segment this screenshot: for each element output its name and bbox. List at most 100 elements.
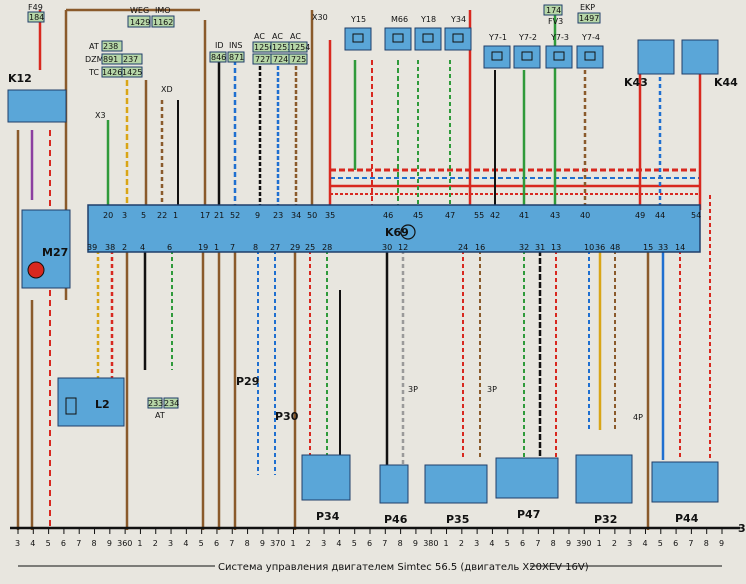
fuse-f49-val: 184 [29, 13, 44, 22]
ruler-mark: 3 [168, 539, 173, 548]
ecu-bottom-pin: 31 [535, 243, 545, 252]
ruler-mark: 1 [290, 539, 295, 548]
ecu-top-pin: 42 [490, 211, 500, 220]
valve-top-box [414, 27, 442, 51]
ruler-mark: 7 [229, 539, 234, 548]
ruler-mark: 5 [658, 539, 663, 548]
fuse-f49-id [27, 11, 45, 23]
at-bottom-id-val2: 234 [164, 399, 179, 408]
ruler-mark: 7 [76, 539, 81, 548]
ruler-mark: 9 [260, 539, 265, 548]
ruler-mark: 8 [551, 539, 556, 548]
ecu-top-pin: 17 [200, 211, 210, 220]
relay-k12 [7, 89, 67, 123]
ecu-top-pin: 23 [273, 211, 283, 220]
ruler-mark: 6 [214, 539, 219, 548]
ruler-mark: 6 [520, 539, 525, 548]
valve-icon [422, 33, 434, 43]
valve-right-label: Y7-2 [518, 33, 537, 42]
at-bottom-id-val1: 233 [148, 399, 163, 408]
at-bottom-id-box2 [163, 397, 179, 409]
ecu-top-pin: 52 [230, 211, 240, 220]
ecu-ground-icon [400, 224, 416, 240]
valve-right-box [576, 45, 604, 69]
ecu-bottom-pin: 4 [140, 243, 145, 252]
relay-k43-label: K43 [624, 76, 648, 89]
ecu-bottom-pin: 16 [475, 243, 485, 252]
ruler-mark: 5 [352, 539, 357, 548]
ins-id-box [227, 51, 245, 63]
ruler-mark: 5 [46, 539, 51, 548]
id-label: ID [215, 41, 224, 50]
ruler-mark: 1 [137, 539, 142, 548]
fv3-id-val: 174 [546, 6, 561, 15]
ecu-bottom-pin: 1 [214, 243, 219, 252]
ecu-top-pin: 54 [691, 211, 701, 220]
ecu-bottom-pin: 12 [398, 243, 408, 252]
sensor-box [575, 454, 633, 504]
at-bottom-id-box1 [147, 397, 163, 409]
ruler-mark: 2 [459, 539, 464, 548]
coil-l2-label: L2 [95, 398, 110, 411]
ruler-end-label: 3 [738, 522, 746, 535]
connector-3p-a-label: 3P [408, 385, 418, 394]
ecu-top-pin: 1 [173, 211, 178, 220]
ecu-top-pin: 47 [445, 211, 455, 220]
ecu-bottom-pin: 28 [322, 243, 332, 252]
valve-icon [521, 51, 533, 61]
ruler-mark: 4 [489, 539, 494, 548]
valve-right-label: Y7-1 [488, 33, 507, 42]
ruler-mark: 6 [61, 539, 66, 548]
valve-top-label: Y34 [450, 15, 466, 24]
tc-id-val2: 1425 [122, 68, 142, 77]
valve-icon [491, 51, 503, 61]
ruler-mark: 6 [673, 539, 678, 548]
ecu-top-pin: 9 [255, 211, 260, 220]
ecu-bottom-pin: 2 [122, 243, 127, 252]
ecu-top-pin: 41 [519, 211, 529, 220]
ruler-mark: 9 [107, 539, 112, 548]
ecu-top-pin: 44 [655, 211, 665, 220]
tc-id-val1: 1426 [102, 68, 122, 77]
ac2-label: AC [272, 32, 283, 41]
ruler-mark: 8 [245, 539, 250, 548]
valve-right-box [513, 45, 541, 69]
valve-top-box [444, 27, 472, 51]
ruler-mark: 2 [306, 539, 311, 548]
ecu-bottom-pin: 29 [290, 243, 300, 252]
ac-id-box-bot [288, 53, 308, 65]
ruler-mark: 9 [566, 539, 571, 548]
sensor-p29-label: P29 [236, 375, 259, 388]
tc-id-box2 [121, 66, 143, 78]
ruler-mark: 390 [576, 539, 591, 548]
dzm-label: DZM [85, 55, 104, 64]
ecu-bottom-pin: 24 [458, 243, 468, 252]
ecu-top-pin: 3 [122, 211, 127, 220]
ecu-bottom-pin: 38 [105, 243, 115, 252]
ruler-mark: 3 [627, 539, 632, 548]
ruler-mark: 7 [688, 539, 693, 548]
ruler-mark: 2 [153, 539, 158, 548]
imo-id-val: 1162 [153, 18, 173, 27]
ruler-mark: 1 [597, 539, 602, 548]
ecu-bottom-pin: 48 [610, 243, 620, 252]
ruler-mark: 370 [270, 539, 285, 548]
ruler-mark: 5 [199, 539, 204, 548]
ecu-top-pin: 34 [291, 211, 301, 220]
ecu-bottom-pin: 27 [270, 243, 280, 252]
ecu-top-pin: 49 [635, 211, 645, 220]
ruler-mark: 3 [474, 539, 479, 548]
ecu-k69-body [87, 204, 701, 253]
ruler-mark: 8 [92, 539, 97, 548]
ecu-bottom-pin: 39 [87, 243, 97, 252]
fuse-f49-label: F49 [28, 3, 43, 12]
valve-top-box [384, 27, 412, 51]
sensor-label: P35 [446, 513, 469, 526]
ecu-top-pin: 50 [307, 211, 317, 220]
ruler-mark: 1 [444, 539, 449, 548]
